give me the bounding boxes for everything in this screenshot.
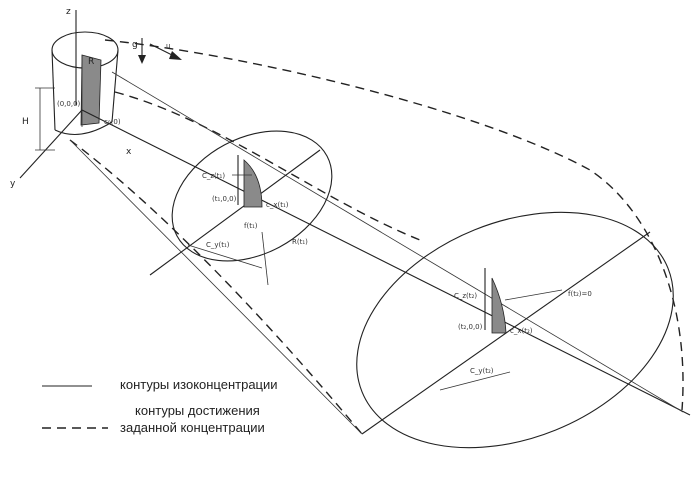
label-c0: c₀(0)	[104, 118, 121, 126]
section-1-major-axis	[149, 149, 321, 276]
legend-dashed-label-1: контуры достижения	[135, 403, 260, 418]
legend-solid-label: контуры изоконцентрации	[120, 377, 278, 392]
label-z: z	[66, 7, 71, 17]
cross-section-2	[356, 211, 674, 449]
dashed-envelope	[69, 39, 684, 435]
label-f1: f(t₁)	[244, 222, 258, 230]
label-f2: f(t₂)=0	[568, 290, 592, 298]
x-axis	[81, 109, 691, 416]
section-2-cy-line	[439, 371, 511, 391]
label-u: u	[166, 42, 170, 50]
gravity-arrow-head	[138, 55, 146, 64]
wind-arrow-head	[169, 51, 182, 60]
cylinder-bottom-arc	[54, 121, 113, 136]
label-origin-t2: (t₂,0,0)	[458, 323, 483, 331]
label-g: g	[132, 40, 138, 50]
legend-dashed-label-2: заданной концентрации	[120, 420, 265, 435]
label-h: H	[22, 117, 29, 127]
labels: z y x g u H R (0,0,0) c₀(0) C_z(t₁) (t₁,…	[10, 7, 592, 375]
label-cy1: C_y(t₁)	[206, 241, 230, 249]
label-cx1: c_x(t₁)	[266, 201, 289, 209]
section-1-cy-line	[187, 244, 263, 269]
lower-contour-line	[69, 139, 363, 435]
cylinder-shaded-profile	[80, 54, 102, 126]
cross-section-1	[149, 130, 333, 286]
section-2-f-leader	[504, 289, 563, 301]
label-r: R	[88, 57, 94, 67]
label-r1: R(t₁)	[292, 238, 308, 246]
cylinder-right-edge	[111, 49, 119, 123]
section-2-ellipse	[356, 211, 674, 449]
label-cz2: C_z(t₂)	[454, 292, 477, 300]
source-cylinder	[51, 31, 119, 136]
label-origin-t1: (t₁,0,0)	[212, 195, 237, 203]
section-1-ellipse	[171, 130, 333, 262]
legend-lines	[42, 385, 108, 429]
cylinder-left-edge	[51, 49, 56, 131]
label-cy2: C_y(t₂)	[470, 367, 494, 375]
height-dimension	[35, 87, 55, 151]
envelope-lower-curve	[69, 139, 363, 435]
section-2-profile	[491, 277, 507, 334]
label-y: y	[10, 179, 16, 189]
y-axis	[19, 109, 83, 179]
axes	[19, 10, 691, 416]
label-x: x	[126, 147, 132, 157]
label-origin: (0,0,0)	[57, 100, 81, 108]
section-1-r-line	[261, 231, 269, 286]
iso-outer-lines	[69, 71, 684, 435]
label-cz1: C_z(t₁)	[202, 172, 225, 180]
section-1-profile	[243, 159, 263, 208]
upper-contour-line	[111, 71, 684, 413]
label-cx2: c_x(t₂)	[510, 327, 533, 335]
envelope-inner-curve	[114, 91, 421, 241]
direction-arrows	[138, 38, 182, 64]
envelope-upper-curve	[104, 39, 684, 411]
